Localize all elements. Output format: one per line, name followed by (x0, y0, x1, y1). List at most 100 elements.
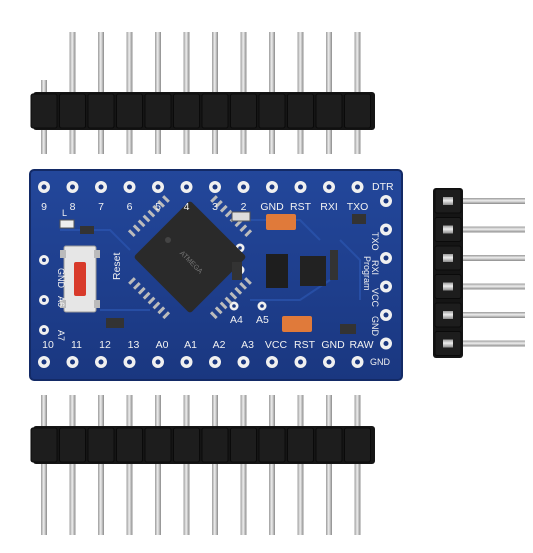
regulator (300, 256, 326, 286)
chip-leg (219, 301, 228, 310)
chip-leg (137, 219, 146, 228)
bottom-row-pin-label: A0 (156, 339, 169, 351)
bottom-row-pin-label: RAW (349, 339, 373, 351)
right-header-pin (440, 255, 525, 261)
bottom-header-pin (98, 395, 104, 535)
top-header-block (230, 93, 257, 129)
bottom-header-pin (297, 395, 304, 535)
resistor-2 (106, 318, 124, 328)
bottom-right-gnd-label: GND (370, 357, 391, 367)
right-edge-pin-label: RXI (370, 260, 380, 275)
bottom-row-pin-label: 12 (99, 339, 111, 351)
bottom-pin-hole-center (155, 359, 161, 365)
side-pin-hole-center (383, 227, 389, 232)
side-pin-hole-center (383, 312, 389, 318)
chip-leg (209, 311, 218, 320)
top-header-block (87, 93, 115, 129)
bottom-header-pin (155, 395, 161, 535)
side-pin-hole-center (383, 341, 389, 346)
top-row-pin-label: 7 (98, 201, 104, 213)
right-header-pin-end (443, 197, 453, 205)
bottom-header-pin (354, 395, 361, 535)
resistor-3 (232, 262, 242, 280)
right-edge-pin-label: TXO (370, 232, 380, 251)
bottom-header-block (344, 427, 371, 463)
bottom-pin-hole-center (70, 359, 75, 365)
bottom-pin-hole-center (269, 359, 275, 365)
bottom-header-pin (240, 395, 247, 535)
bottom-header-block (173, 427, 200, 463)
bottom-header-pin (126, 395, 133, 535)
top-pin-hole-center (184, 184, 189, 190)
bottom-pin-header (30, 395, 375, 535)
top-row-pin-label: 9 (41, 201, 47, 213)
bottom-pin-hole-center (241, 359, 246, 365)
bottom-header-block (287, 427, 314, 463)
bottom-pin-hole-center (184, 359, 189, 365)
bottom-header-block (230, 427, 257, 463)
chip-leg (219, 204, 228, 213)
bottom-header-pin (41, 395, 47, 535)
bottom-row-pin-label: 13 (128, 339, 140, 351)
top-row-pin-label: 8 (70, 201, 76, 213)
bottom-header-block (144, 427, 172, 463)
bottom-row-pin-label: VCC (265, 339, 288, 351)
chip-leg (152, 301, 161, 310)
chip-leg (157, 200, 165, 208)
top-header-block (144, 93, 172, 129)
led-label: L (62, 208, 67, 218)
top-header-block (59, 93, 86, 129)
chip-leg (224, 296, 233, 305)
chip-leg (244, 277, 252, 285)
right-edge-pin-label: GND (370, 316, 380, 337)
top-header-block (30, 93, 58, 129)
mosfet (266, 254, 288, 288)
top-pin-hole-center (212, 184, 218, 190)
bottom-header-pin (212, 395, 218, 535)
chip-leg (142, 214, 151, 223)
bottom-header-block (116, 427, 143, 463)
left-edge-pin-label: A6 (56, 296, 66, 307)
bottom-header-block (201, 427, 229, 463)
resistor-5 (330, 250, 338, 280)
left-pin-hole-center (42, 328, 46, 332)
atmega-chip: ATMEGA (127, 195, 253, 320)
bottom-row-pin-label: A3 (241, 339, 254, 351)
left-edge-pin-label: GND (56, 268, 66, 289)
top-pin-hole-center (41, 184, 47, 190)
chip-leg (152, 204, 161, 213)
bottom-row-pin-label: 10 (42, 339, 54, 351)
chip-leg (244, 229, 253, 238)
chip-leg (147, 296, 156, 305)
chip-leg (210, 195, 218, 203)
chip-leg (157, 306, 166, 315)
top-pin-hole-center (326, 184, 332, 190)
reset-label: Reset (111, 252, 123, 280)
side-pin-hole-center (383, 284, 389, 289)
right-header-pin (440, 198, 525, 204)
led-smd (59, 219, 75, 229)
right-header-pin-end (443, 282, 453, 291)
chip-leg (128, 277, 136, 285)
right-header-pin (440, 312, 525, 318)
a4-label: A4 (230, 314, 243, 326)
top-row-pin-label: RXI (320, 201, 338, 213)
right-header-pin-end (443, 311, 453, 319)
top-header-block (344, 93, 371, 129)
bottom-header-pin (69, 395, 76, 535)
bottom-pin-hole-center (355, 359, 360, 365)
capacitor-orange-1 (266, 214, 296, 230)
chip-leg (137, 286, 146, 295)
bottom-pin-hole-center (98, 359, 104, 365)
top-row-pin-label: 6 (127, 201, 133, 213)
resistor-6 (80, 226, 94, 234)
bottom-row-pin-label: A1 (184, 339, 197, 351)
bottom-header-pin (326, 395, 332, 535)
capacitor-orange-2 (282, 316, 312, 332)
top-row-pin-label: TXO (347, 201, 369, 213)
top-pin-hole-center (127, 184, 132, 190)
top-row-pin-label: RST (290, 201, 312, 213)
top-header-block (116, 93, 143, 129)
